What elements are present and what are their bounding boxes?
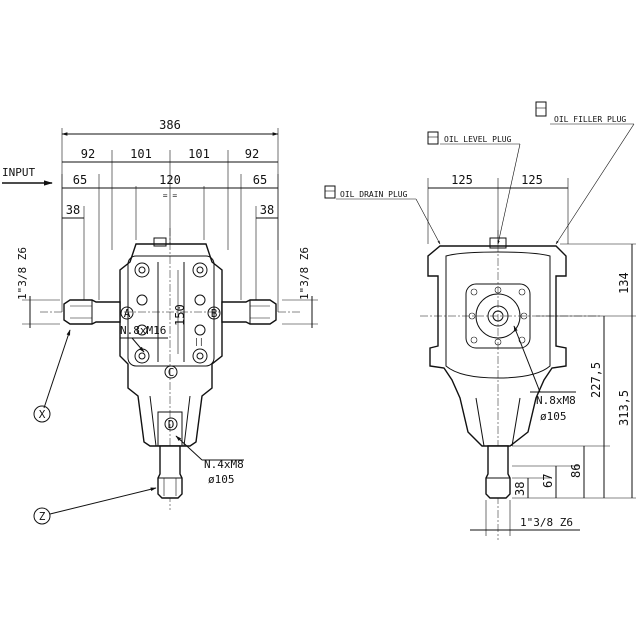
- marker-x: X: [39, 408, 46, 421]
- dim-65-right: 65: [253, 173, 267, 187]
- dim-134: 134: [617, 272, 631, 294]
- side-flange: [465, 283, 531, 349]
- front-extension-lines: [61, 128, 279, 312]
- bolts-side-dia: ø105: [540, 410, 567, 423]
- plug-level-label: OIL LEVEL PLUG: [444, 135, 512, 144]
- dim-38-left: 38: [66, 203, 80, 217]
- dim-386: 386: [159, 118, 181, 132]
- input-label: INPUT: [2, 166, 35, 179]
- marker-z: Z: [39, 510, 46, 523]
- shaft-spec-left: 1"3/8 Z6: [16, 247, 29, 300]
- dim-125-right: 125: [521, 173, 543, 187]
- right-shaft: [221, 299, 277, 325]
- dim-65-left: 65: [73, 173, 87, 187]
- dim-38-right: 38: [260, 203, 274, 217]
- marker-b: B: [211, 307, 218, 320]
- side-view: OIL DRAIN PLUG OIL LEVEL PLUG OIL FILLER…: [324, 101, 636, 540]
- marker-a: A: [124, 307, 131, 320]
- front-view: 386 92 101 101 92 65 120 65 = = 38 38 IN…: [2, 118, 318, 525]
- dim-150: 150: [173, 304, 187, 326]
- dim-313-5: 313,5: [617, 390, 631, 426]
- level-plug: OIL LEVEL PLUG: [427, 131, 521, 245]
- dim-101-right: 101: [188, 147, 210, 161]
- hatch-marks: = =: [163, 191, 178, 200]
- dim-86: 86: [569, 464, 583, 478]
- left-shaft: [63, 299, 121, 325]
- bolts-top-label: N.8xM16: [120, 324, 166, 337]
- bolts-side-label: N.8xM8: [536, 394, 576, 407]
- bolts-bottom-label: N.4xM8: [204, 458, 244, 471]
- svg-text:||: ||: [194, 337, 204, 346]
- dim-101-left: 101: [130, 147, 152, 161]
- dim-92-left: 92: [81, 147, 95, 161]
- drain-plug: OIL DRAIN PLUG: [324, 185, 441, 245]
- marker-d: D: [168, 418, 175, 431]
- dim-120: 120: [159, 173, 181, 187]
- marker-c: C: [168, 366, 175, 379]
- dim-125-left: 125: [451, 173, 473, 187]
- side-bottom-shaft: [485, 445, 511, 499]
- filler-plug: OIL FILLER PLUG: [535, 101, 635, 245]
- plug-filler-label: OIL FILLER PLUG: [554, 115, 626, 124]
- dim-38-side: 38: [513, 482, 527, 496]
- shaft-spec-right: 1"3/8 Z6: [298, 247, 311, 300]
- dim-227-5: 227,5: [589, 362, 603, 398]
- bottom-shaft: [157, 445, 183, 499]
- plug-drain-label: OIL DRAIN PLUG: [340, 190, 408, 199]
- shaft-spec-bottom: 1"3/8 Z6: [520, 516, 573, 529]
- bolts-bottom-dia: ø105: [208, 473, 235, 486]
- side-housing: [427, 245, 567, 447]
- dim-92-right: 92: [245, 147, 259, 161]
- dim-67: 67: [541, 474, 555, 488]
